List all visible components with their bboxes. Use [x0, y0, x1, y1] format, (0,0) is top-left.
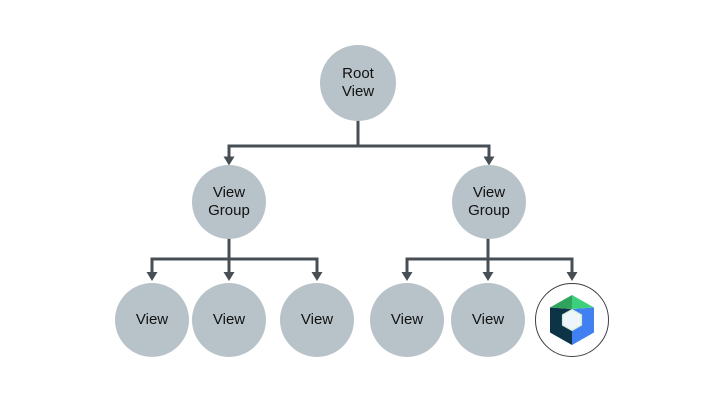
- compose-logo-center-hexagon-edge: [561, 308, 583, 332]
- arrow-to-view-3: [311, 272, 323, 281]
- node-label: View Group: [468, 184, 510, 219]
- connector-level2-left-bar: [150, 257, 319, 273]
- node-view-group-left: View Group: [192, 165, 266, 239]
- connector-level1-bar: [227, 144, 491, 160]
- arrow-to-group-left: [223, 156, 235, 166]
- jetpack-compose-icon: [550, 295, 594, 345]
- arrow-to-view-5: [482, 272, 494, 281]
- compose-logo-center-hexagon: [562, 309, 582, 331]
- node-label: View: [212, 311, 246, 329]
- arrow-to-group-right: [483, 156, 495, 166]
- arrow-to-view-2: [223, 272, 235, 281]
- arrow-to-view-4: [401, 272, 413, 281]
- node-label: View: [300, 311, 334, 329]
- node-view-2: View: [192, 283, 266, 357]
- node-label: Root View: [341, 65, 375, 100]
- node-view-3: View: [280, 283, 354, 357]
- node-label: View Group: [208, 184, 250, 219]
- arrow-to-compose-node: [566, 272, 578, 281]
- compose-logo-blue-face: [572, 307, 594, 345]
- node-label: View: [135, 311, 169, 329]
- compose-logo-navy-face: [550, 307, 572, 345]
- compose-logo-green-right: [572, 295, 594, 309]
- node-label: View: [390, 311, 424, 329]
- node-view-4: View: [370, 283, 444, 357]
- arrowheads: [146, 156, 578, 281]
- node-view-5: View: [451, 283, 525, 357]
- arrow-to-view-1: [146, 272, 158, 281]
- compose-logo-green-left: [550, 295, 572, 309]
- connector-level2-right-bar: [405, 257, 574, 273]
- node-compose: [535, 283, 609, 357]
- node-view-group-right: View Group: [452, 165, 526, 239]
- node-root-view: Root View: [320, 45, 396, 121]
- node-view-1: View: [115, 283, 189, 357]
- node-label: View: [471, 311, 505, 329]
